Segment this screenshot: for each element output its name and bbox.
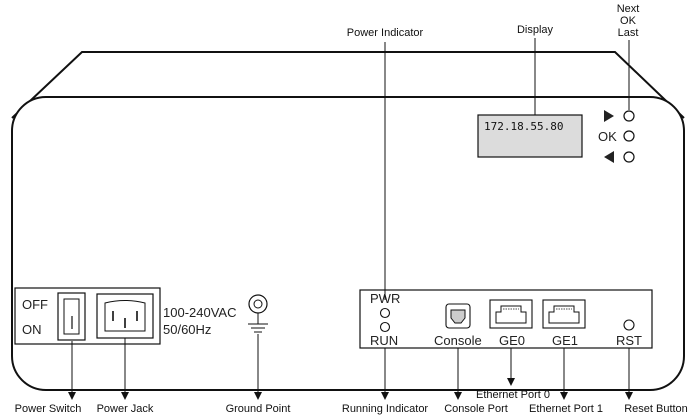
- last-key[interactable]: [623, 151, 635, 163]
- run-label: RUN: [370, 333, 398, 348]
- ground-point-callout: Ground Point: [226, 403, 291, 415]
- ground-point-icon: [248, 294, 268, 333]
- ge1-port[interactable]: [542, 299, 586, 329]
- ok-callout: OK: [620, 15, 637, 27]
- last-callout: Last: [618, 27, 639, 39]
- ethernet-port-1-callout: Ethernet Port 1: [529, 403, 603, 415]
- running-indicator-callout: Running Indicator: [342, 403, 429, 415]
- bottom-callouts: [68, 334, 633, 400]
- power-jack[interactable]: [96, 293, 154, 339]
- reset-button-callout: Reset Button: [624, 403, 688, 415]
- off-label: OFF: [22, 297, 48, 312]
- console-label: Console: [434, 333, 482, 348]
- device-chassis: [11, 51, 685, 391]
- frequency-label: 50/60Hz: [163, 322, 211, 337]
- navigation-keys: OK: [598, 110, 635, 163]
- ge1-label: GE1: [552, 333, 578, 348]
- power-jack-callout: Power Jack: [97, 403, 154, 415]
- display-callout: Display: [517, 24, 554, 36]
- reset-button[interactable]: [623, 319, 635, 331]
- console-port[interactable]: [445, 303, 471, 329]
- voltage-label: 100-240VAC: [163, 305, 236, 320]
- top-callouts: [384, 38, 630, 300]
- rst-label: RST: [616, 333, 642, 348]
- run-led-icon: [379, 321, 391, 333]
- power-switch-callout: Power Switch: [15, 403, 82, 415]
- ok-key-label: OK: [598, 129, 617, 144]
- io-port-block: PWR RUN Console GE0 GE1 RST: [359, 289, 653, 349]
- next-key[interactable]: [623, 110, 635, 122]
- power-indicator-callout: Power Indicator: [347, 27, 424, 39]
- display-ip-text: 172.18.55.80: [484, 120, 563, 133]
- power-switch[interactable]: OFF ON: [14, 287, 161, 345]
- ge0-port[interactable]: [489, 299, 533, 329]
- lcd-display: 172.18.55.80: [477, 114, 583, 158]
- on-label: ON: [22, 322, 42, 337]
- ge0-label: GE0: [499, 333, 525, 348]
- last-arrow-icon: [604, 151, 614, 163]
- ok-key[interactable]: [623, 130, 635, 142]
- next-callout: Next: [617, 3, 640, 15]
- next-arrow-icon: [604, 110, 614, 122]
- ethernet-port-0-callout: Ethernet Port 0: [476, 389, 550, 401]
- pwr-led-icon: [379, 307, 391, 319]
- console-port-callout: Console Port: [444, 403, 508, 415]
